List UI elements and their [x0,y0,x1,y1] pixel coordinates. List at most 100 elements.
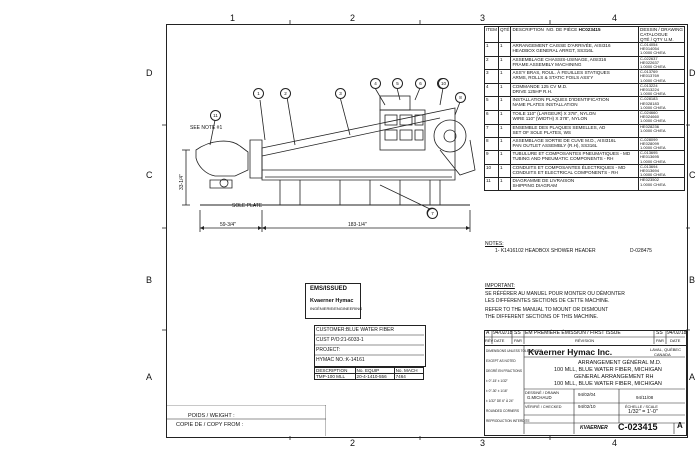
bom-qum: 1.0000 CH/EA [640,158,666,164]
bom-cat: HE013694 [640,168,659,174]
bom-qty: 1 [497,69,512,84]
customer-po: CUST P/O:21-6033-1 [316,337,364,343]
bom-header-qty: QTÉ [497,26,512,43]
zone-top-2: 2 [350,13,356,23]
bom-dwg: HE028236 [640,123,659,129]
bom-desc-en: TUBING AND PNEUMATIC COMPONENTS - RH [512,156,614,162]
bom-desc-en: PAN OUTLET ASSEMBLY (R.H), SS316L [512,142,598,148]
bom-desc-en: SET OF SOLE PLATES, WS [512,129,571,135]
tolerance-note: DIMENSIONS UNLESS TOLERANCES [486,349,543,353]
stamp-sub: INGÉNIERIE/ENGINEERING [310,306,363,311]
rev-date: 94/02/18 [493,330,513,336]
zone-left-b: B [146,275,153,285]
customer-project: PROJECT: [316,347,341,353]
see-note-label: SEE NOTE #1 [190,125,223,131]
drawing-number: C-023415 [618,422,658,432]
zone-left-c: C [146,170,153,180]
bom-desc-fr: ASSEMBLAGE SORTIE DE CUVE M.D., AISI316L [512,137,617,143]
zone-top-3: 3 [480,13,486,23]
zone-left-d: D [146,68,153,78]
bom-desc-fr: ASS'Y BRAS, ROUL. À FEUILLES STATIQUES [512,70,610,76]
bom-desc-fr: TUBULURE ET COMPOSANTES PNEUMATIQUES - M… [512,151,631,157]
bom-qum: 1.0000 CH/EA [640,104,666,110]
bom-cat: HE028183 [640,100,659,106]
balloon-6: 6 [415,78,426,89]
rev-letter: A [486,330,490,336]
tolerance-note: ± 1/32" DE 6" À 24" [486,399,514,403]
balloon-8: 8 [455,92,466,103]
scale-value: 1/32" = 1'-0" [628,409,658,415]
rev-h-par: PAR [514,338,522,343]
bom-qum: 1.0000 CH/EA [640,91,666,97]
customer-name: CUSTOMER:BLUE WATER FIBER [316,327,394,333]
important-fr-1: SE RÉFÉRER AU MANUEL POUR MONTER OU DÉMO… [485,291,625,297]
bom-header-description: DESCRIPTION NO. DE PIÈCE HC023415 [510,26,640,43]
company-location-2: CANADA [654,352,671,357]
rev-h-date: DATE [494,338,505,343]
company-name: Kvaerner Hymac Inc. [528,347,613,357]
rev-h-date2: DATE [670,338,681,343]
bom-dwg: C-022637 [640,55,658,61]
bom-number-value: HC023415 [578,27,601,32]
equip-no: 20-4-1410-556 [354,373,395,380]
bom-dwg: HE023502 [640,177,659,183]
bom-desc-en: DRIVE 125HP R.H. [512,88,553,94]
zone-right-b: B [689,275,696,285]
bom-qty: 1 [497,82,512,98]
notes-title: NOTES: [485,241,504,247]
drawing-rev: A [677,421,683,430]
zone-right-d: D [689,68,696,78]
zone-right-a: A [689,372,696,382]
bom-desc-en: FRAME ASSEMBLY MACHINING [512,61,582,67]
bom-qty: 1 [497,123,512,138]
bom-desc-en: CONDUITS ET ELECTRICAL COMPONENTS - RH [512,169,618,175]
customer-hymac: HYMAC NO.:K-14161 [316,357,365,363]
rev-by: SS [514,330,521,336]
bom-qum: 1.0000 CH/EA [640,50,666,56]
bom-cat: HE028099 [640,140,659,146]
balloon-10: 10 [438,78,449,89]
balloon-1: 1 [253,88,264,99]
bom-dwg: C-013769 [640,69,658,75]
issue-stamp: EMS/ISSUED Kvaerner Hymac INGÉNIERIE/ENG… [305,283,363,319]
tolerance-note: DEGRÉ EN FRACTIONS [486,369,522,373]
bom-qum: 1.0000 CH/EA [640,64,666,70]
rev-desc: EM PREMIÈRE ÉMISSION / FIRST ISSUE [525,330,621,336]
zone-top-4: 4 [612,13,618,23]
important-en-1: REFER TO THE MANUAL TO MOUNT OR DISMOUNT [485,307,609,313]
kvaerner-logo: KVAERNER [580,425,608,431]
title-block [484,345,687,436]
revision-rules [484,330,685,344]
title-line-4: 100 MLL, BLUE WATER FIBER, MICHIGAN [554,381,662,387]
balloon-5: 5 [392,78,403,89]
dim-vert: 33-1/4" [179,174,185,190]
note-1-ref: D-028475 [630,248,652,254]
zone-left-a: A [146,372,153,382]
tolerance-note: ± 0°-15' ± 1/32" [486,379,508,383]
tolerance-note: ± 0°-30' ± 1/16" [486,389,508,393]
sheet-border [166,24,688,438]
bill-of-materials: ITEM QTÉ DESCRIPTION NO. DE PIÈCE HC0234… [484,26,685,192]
company-location-1: LAVAL, QUÉBEC [650,347,681,352]
bom-cat: HE014054 [640,46,659,52]
bom-desc-en: ARMS, ROLLS & STATIC FOILS ASS'Y [512,75,594,81]
balloon-7: 7 [427,208,438,219]
rev-date2: 94/02/18 [667,330,687,336]
bom-cat: HE013769 [640,73,659,79]
bom-desc-fr: ASSEMBLAGE CHASSIS-USINAGE, AISI316 [512,56,607,62]
bom-desc-fr: ARRANGEMENT CAISSE D'ARRIVÉE, AISI316 [512,43,611,48]
balloon-11: 11 [210,110,221,121]
stamp-title: EMS/ISSUED [310,286,348,292]
zone-top-4b: 4 [612,438,618,448]
drawn-by: G.MICHAUD [527,395,552,400]
